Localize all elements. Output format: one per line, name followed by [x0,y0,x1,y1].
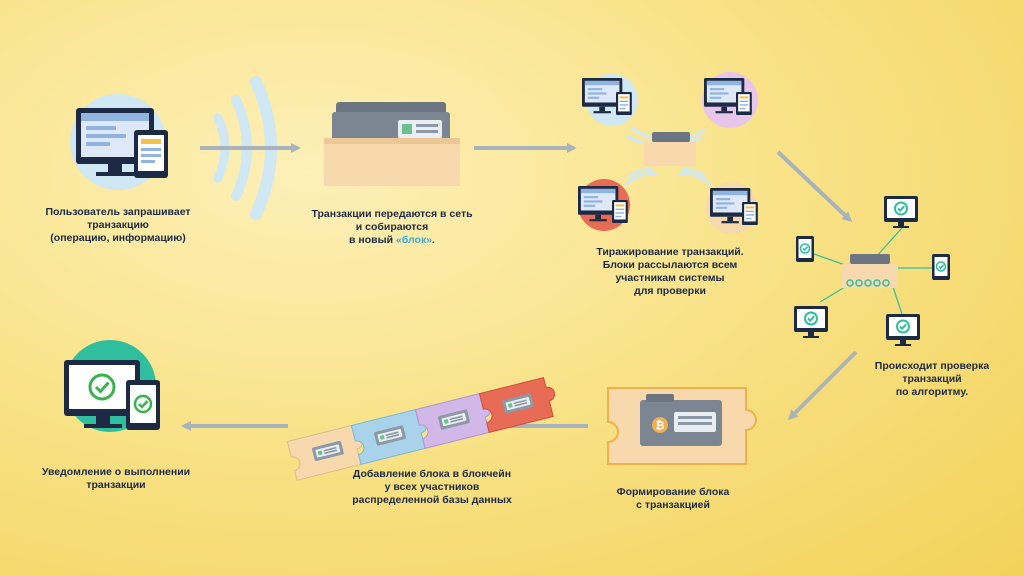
check-icon [94,381,110,394]
caption-text: . [432,234,435,246]
caption-block: Транзакции передаются в сеть и собираютс… [310,208,474,247]
block-highlight: «блок» [395,234,433,246]
check-icon [138,400,149,409]
caption-line: Блоки рассылаются всем [602,259,738,271]
caption-line: Добавление блока в блокчейн [352,468,512,480]
verified-monitor-icon [885,313,921,347]
caption-line: Происходит проверка [874,360,990,372]
tablet-icon [612,200,628,224]
puzzle-icon: ₿ [607,387,757,465]
caption-line: Пользователь запрашивает [45,206,191,218]
caption-chain: Добавление блока в блокчейн у всех участ… [344,468,520,507]
caption-line: (операцию, информацию) [50,232,186,244]
notification-devices-icon [64,340,160,432]
caption-line: распределенной базы данных [352,494,512,506]
caption-line: участникам системы [615,272,725,284]
caption-line: у всех участников [384,481,480,493]
tablet-icon [742,202,758,226]
caption-line: транзакции [86,479,146,491]
caption-line: Тиражирование транзакций. [596,246,744,258]
tablet-icon [616,92,632,116]
caption-request: Пользователь запрашивает транзакцию (опе… [40,206,196,245]
verification-network [793,195,951,347]
caption-line: и собираются [355,221,429,233]
arrow-4 [787,350,858,421]
caption-form: Формирование блока с транзакцией [600,486,746,512]
verified-tablet-icon [931,253,951,281]
verified-tablet-icon [795,235,815,263]
caption-notify: Уведомление о выполнении транзакции [38,466,194,492]
caption-line: по алгоритму. [895,386,969,398]
caption-line: транзакций [902,373,962,385]
arrow-3 [776,150,853,223]
box-icon [324,102,460,186]
caption-line: для проверки [634,285,706,297]
svg-text:₿: ₿ [656,420,665,432]
caption-line: Транзакции передаются в сеть [311,208,473,220]
tablet-icon [736,92,752,116]
caption-text: в новый [349,234,396,246]
verified-monitor-icon [883,195,919,229]
caption-verify: Происходит проверка транзакций по алгори… [868,360,996,399]
caption-line: транзакцию [87,219,149,231]
caption-line: Формирование блока [616,486,730,498]
bitcoin-icon [652,417,668,433]
box-icon [842,254,898,288]
caption-replicate: Тиражирование транзакций. Блоки рассылаю… [592,246,748,298]
caption-line: в новый «блок». [310,234,474,247]
replication-network [578,72,758,234]
caption-line: Уведомление о выполнении [41,466,191,478]
blockchain-chain-icon [286,377,556,481]
caption-line: с транзакцией [636,499,710,511]
verified-monitor-icon [793,305,829,339]
user-devices-icon [70,94,168,190]
central-box-icon [644,132,696,166]
